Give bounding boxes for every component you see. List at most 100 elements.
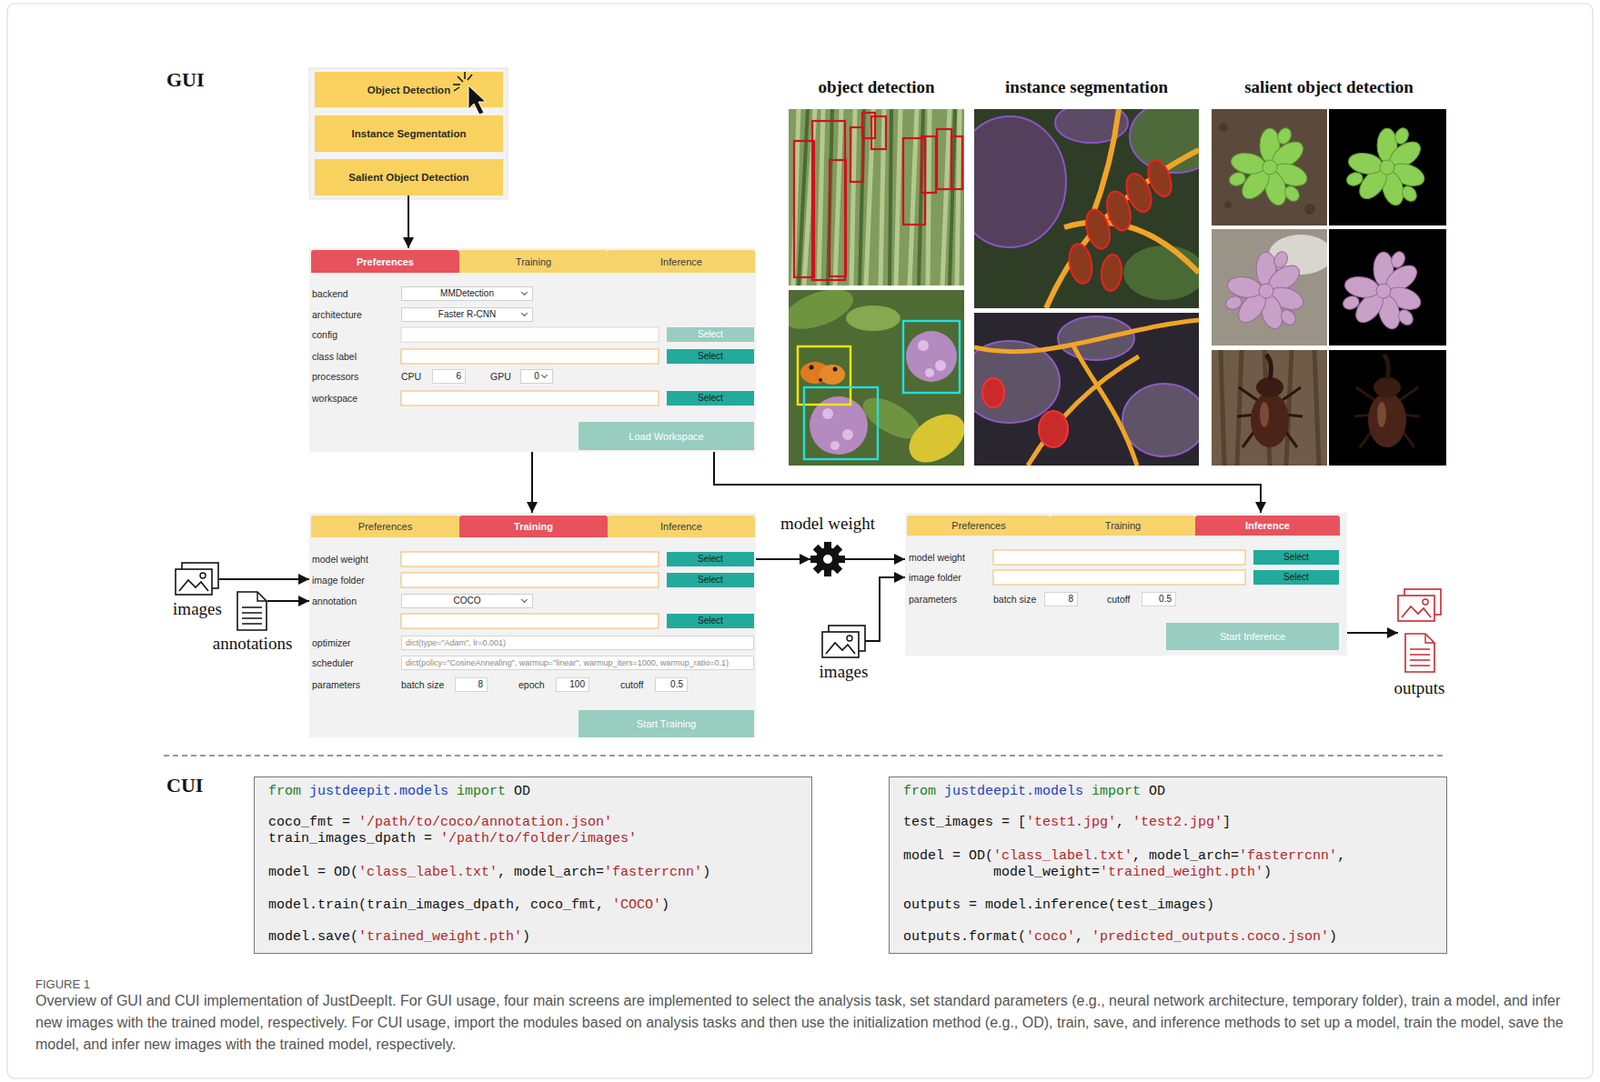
arrow-connector — [1347, 632, 1399, 634]
od-photo-flowers — [905, 331, 957, 383]
code-token: 'class_label.txt' — [993, 848, 1133, 865]
mouse-cursor — [452, 71, 486, 115]
sod-photo — [1237, 354, 1303, 448]
output-images-icon — [1398, 589, 1441, 622]
button-label: Salient Object Detection — [348, 171, 469, 184]
tab-label: Preferences — [356, 255, 414, 269]
sod-photo — [1223, 249, 1307, 332]
number-input: 6 — [432, 369, 466, 384]
section-label: GUI — [166, 70, 205, 91]
illustration — [401, 327, 659, 343]
action-button: Load Workspace — [578, 422, 755, 451]
disabled-button: Select — [666, 327, 755, 343]
code-token: outputs = model.inference(test_images) — [903, 897, 1215, 914]
gear-icon — [815, 547, 840, 572]
od-photo-grass — [871, 116, 886, 150]
model-weight-icon: model weight — [810, 542, 846, 577]
sod-photo — [1218, 122, 1316, 215]
example-image-column: object detection — [788, 109, 965, 466]
tab: Training — [459, 250, 608, 273]
button-label: Select — [1283, 571, 1309, 584]
code-line: outputs = model.inference(test_images) — [903, 897, 1215, 915]
action-button: Start Training — [578, 710, 755, 738]
code-line: model.train(train_images_dpath, coco_fmt… — [268, 897, 670, 915]
icon-label: annotations — [212, 633, 293, 655]
code-box: from justdeepit.models import ODtest_ima… — [888, 776, 1448, 955]
is-photo-strawberry — [982, 378, 1005, 408]
illustration — [309, 248, 756, 453]
od-photo-flowers — [845, 305, 901, 332]
sod-mask — [1344, 125, 1428, 208]
column-heading: salient object detection — [1244, 77, 1414, 98]
dropdown: COCO — [401, 593, 534, 609]
code-token: OD — [1148, 784, 1166, 800]
od-photo-grass — [951, 136, 963, 190]
is-photo-strawberry — [1038, 411, 1068, 448]
arrow-connector — [845, 558, 906, 561]
input-value: 8 — [477, 678, 484, 692]
code-token: , — [1337, 848, 1346, 865]
sod-photo — [1227, 125, 1310, 208]
sod-mask — [1328, 229, 1447, 346]
tab-label: Inference — [660, 520, 703, 534]
annotation-icon — [237, 592, 267, 631]
code-token: 'test1.jpg' — [1026, 815, 1117, 831]
icon-label: images — [819, 662, 869, 683]
task-button: Instance Segmentation — [314, 115, 504, 152]
input-value: 0.5 — [670, 678, 684, 692]
field-label: processors — [311, 370, 359, 383]
od-photo-grass — [921, 136, 936, 193]
field-label: model weight — [908, 551, 966, 564]
code-line: from justdeepit.models import OD — [903, 784, 1166, 801]
od-photo-flowers — [804, 387, 878, 460]
od-photo-grass — [788, 109, 965, 286]
dropdown-value: MMDetection — [440, 287, 494, 301]
code-line: model = OD('class_label.txt', model_arch… — [268, 865, 711, 882]
od-photo-flowers — [809, 365, 838, 383]
example-image-column: salient object detection — [1211, 109, 1447, 466]
tab: Inference — [607, 515, 755, 538]
column-heading: instance segmentation — [1005, 77, 1168, 98]
dropdown-value: COCO — [453, 594, 482, 608]
field-label: batch size — [993, 593, 1037, 606]
sod-photo — [1211, 229, 1328, 346]
od-photo-grass — [794, 112, 963, 281]
field-label: batch size — [401, 678, 444, 692]
od-photo-flowers — [788, 290, 965, 466]
illustration — [309, 513, 756, 738]
code-token: , — [1116, 815, 1133, 831]
illustration — [401, 573, 659, 588]
column-heading: object detection — [817, 77, 935, 98]
tab-label: Training — [515, 255, 552, 269]
od-photo-flowers — [935, 360, 946, 372]
file-icon: annotations — [237, 592, 268, 631]
illustration — [401, 552, 659, 567]
gui-panel: PreferencesTrainingInferenceSelectSelect… — [309, 513, 756, 738]
active-tab: Inference — [1195, 515, 1340, 536]
field-label: image folder — [908, 571, 962, 584]
field-label: architecture — [311, 308, 363, 322]
tab-label: Inference — [660, 255, 703, 269]
field-label: epoch — [518, 678, 545, 692]
button-label: Select — [697, 553, 724, 566]
code-line: from justdeepit.models import OD — [268, 784, 531, 801]
od-photo-grass — [788, 109, 965, 286]
arrow-connector — [755, 558, 811, 561]
select-button: Select — [666, 613, 755, 629]
od-photo-flowers — [842, 429, 854, 441]
is-photo-kiwi — [1066, 241, 1095, 285]
od-photo-grass — [829, 160, 846, 277]
input-value: 6 — [455, 370, 462, 383]
field-label: config — [311, 328, 338, 342]
tab: Training — [1050, 515, 1196, 536]
od-photo-flowers — [903, 321, 960, 393]
field-label: scheduler — [311, 656, 354, 670]
gui-panel: PreferencesTrainingInferenceSelectSelect… — [905, 513, 1348, 656]
arrow-connector — [219, 578, 310, 581]
dropdown: Faster R-CNN — [401, 307, 534, 323]
illustration — [993, 570, 1246, 585]
field-label: annotation — [311, 594, 357, 608]
od-photo-flowers — [900, 403, 965, 466]
tab-label: Training — [513, 520, 554, 534]
